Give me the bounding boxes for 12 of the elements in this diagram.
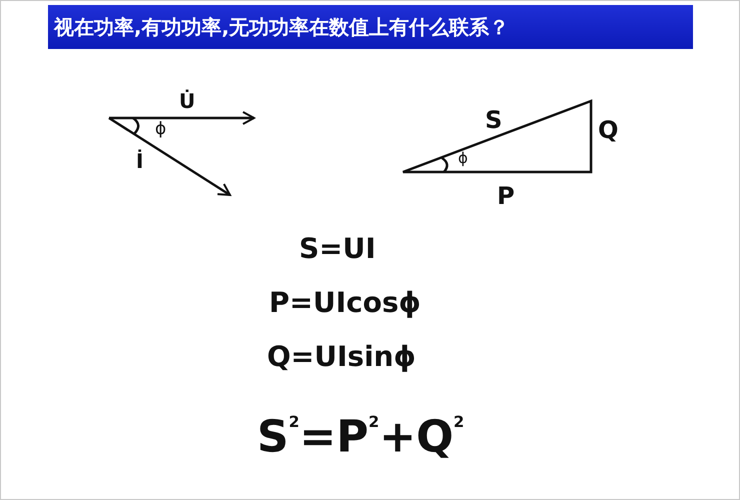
formula: P=UIcosϕ — [269, 289, 421, 317]
side-label: Q — [598, 118, 618, 142]
angle-label: ϕ — [155, 121, 166, 138]
voltage-label: U̇ — [179, 91, 196, 111]
formula: S=UI — [299, 235, 376, 263]
angle-label: ϕ — [458, 151, 468, 166]
side-label: S — [485, 108, 502, 132]
current-label: İ — [136, 151, 144, 171]
title: 视在功率,有功功率,无功功率在数值上有什么联系？ — [52, 14, 510, 40]
side-label: P — [497, 184, 515, 208]
formula: Q=UIsinϕ — [267, 343, 416, 371]
formula: S$^{2}$=P$^{2}$+Q$^{2}$ — [257, 415, 464, 460]
